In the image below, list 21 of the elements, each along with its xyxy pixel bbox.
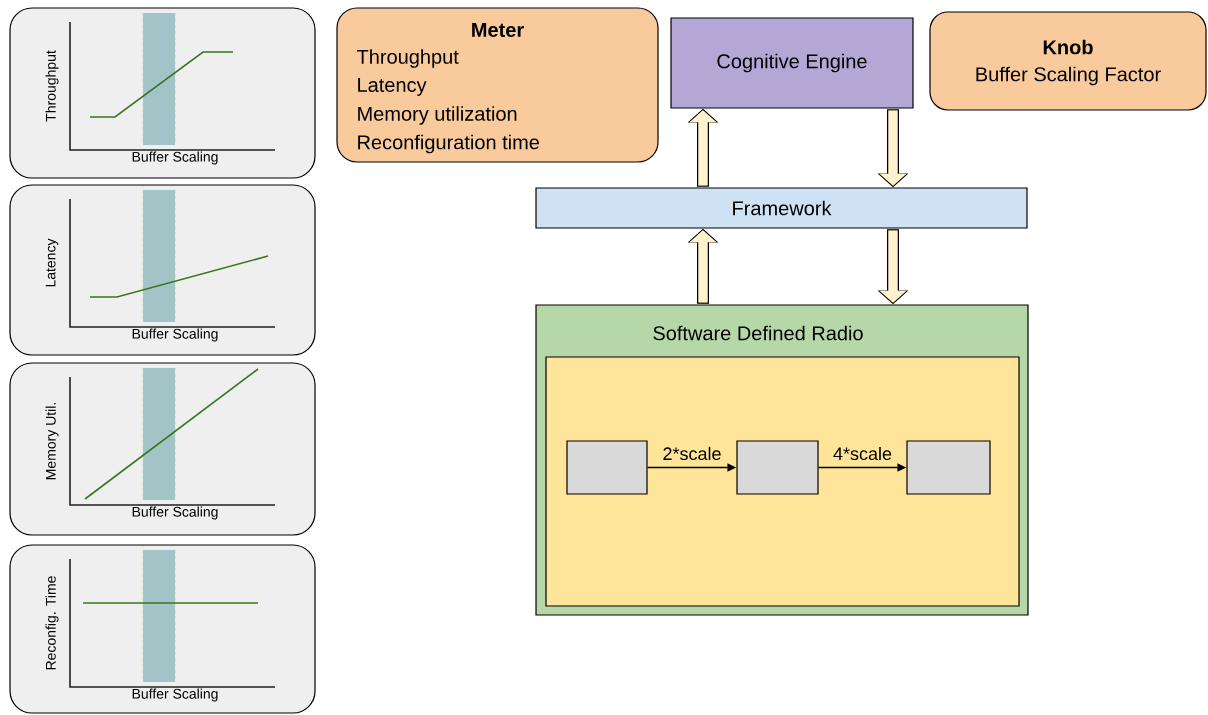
edge-label: 2*scale [663,446,721,461]
process-box: Cognitive Engine [670,17,914,109]
node-label: Memory Util. [45,403,59,480]
node-label: Latency [45,238,59,287]
node-label: Throughput [45,50,59,122]
node-label: Buffer Scaling [132,688,218,702]
chart-panel: Memory Util. Buffer Scaling [9,362,316,536]
node-label: Buffer Scaling [132,328,218,342]
chart-panel: Latency Buffer Scaling [9,184,316,356]
node-label: Buffer Scaling [132,151,218,165]
block-box [906,440,991,495]
callout-box: Meter Throughput Latency Memory utilization Reconfiguration time [336,7,659,163]
block-box [566,440,648,495]
node-label: Buffer Scaling [132,506,218,520]
process-box: Framework [535,187,1028,229]
callout-box: Knob Buffer Scaling Factor [929,11,1207,111]
node-label: Reconfig. Time [45,576,59,670]
chart-panel: Throughput Buffer Scaling [9,7,316,179]
chart-panel: Reconfig. Time Buffer Scaling [9,544,316,714]
block-box [736,440,819,495]
edge-label: 4*scale [833,446,892,461]
